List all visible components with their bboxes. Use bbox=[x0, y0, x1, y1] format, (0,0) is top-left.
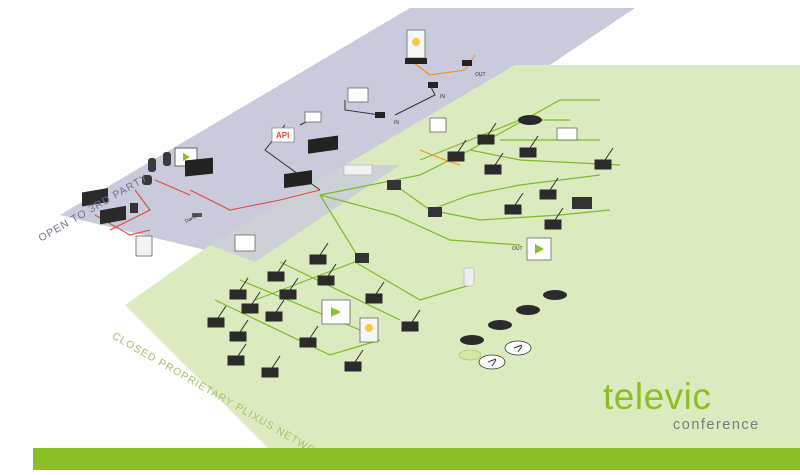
hub bbox=[355, 253, 369, 263]
wireless-units bbox=[458, 115, 567, 370]
port-out-label: OUT bbox=[475, 72, 486, 78]
interpreter-box bbox=[462, 60, 472, 66]
laptop-icon bbox=[304, 111, 322, 123]
open-zone-overlap bbox=[210, 165, 400, 262]
wifi-icon bbox=[463, 267, 475, 287]
switch-device bbox=[100, 205, 126, 225]
api-tag-box bbox=[271, 127, 295, 143]
hub bbox=[428, 207, 442, 217]
brand-subtitle: conference bbox=[673, 417, 760, 433]
switch-device bbox=[82, 187, 108, 207]
dante-tag: Dante bbox=[184, 213, 199, 225]
delegate-units bbox=[207, 122, 614, 378]
central-unit bbox=[308, 135, 338, 154]
recorder-device bbox=[185, 157, 213, 177]
central-units: OUT bbox=[234, 117, 592, 343]
laptop-icon bbox=[347, 87, 369, 103]
port-in-label: IN bbox=[440, 94, 445, 100]
white-unit bbox=[343, 164, 373, 176]
dante-box bbox=[192, 213, 202, 217]
monitor-icon bbox=[429, 117, 447, 133]
port-out-label: OUT bbox=[512, 246, 523, 252]
api-tag: API bbox=[276, 131, 289, 140]
camera-icon bbox=[142, 152, 171, 185]
interpreter-box bbox=[375, 112, 385, 118]
open-zone bbox=[60, 8, 635, 262]
tablet-device bbox=[135, 235, 153, 257]
panel-device bbox=[130, 203, 138, 213]
hub bbox=[387, 180, 401, 190]
third-party-devices: Dante API IN IN OUT bbox=[82, 29, 486, 257]
central-unit bbox=[284, 170, 312, 189]
televic-logo: televic conference bbox=[603, 378, 760, 433]
brand-name: televic bbox=[603, 376, 712, 417]
closed-zone bbox=[125, 65, 800, 470]
interpreter-box bbox=[428, 82, 438, 88]
footer-bar bbox=[33, 448, 800, 470]
tablet-device bbox=[572, 197, 592, 209]
tablet-device bbox=[556, 127, 578, 141]
monitor-icon bbox=[234, 234, 256, 252]
port-in-label: IN bbox=[394, 120, 399, 126]
